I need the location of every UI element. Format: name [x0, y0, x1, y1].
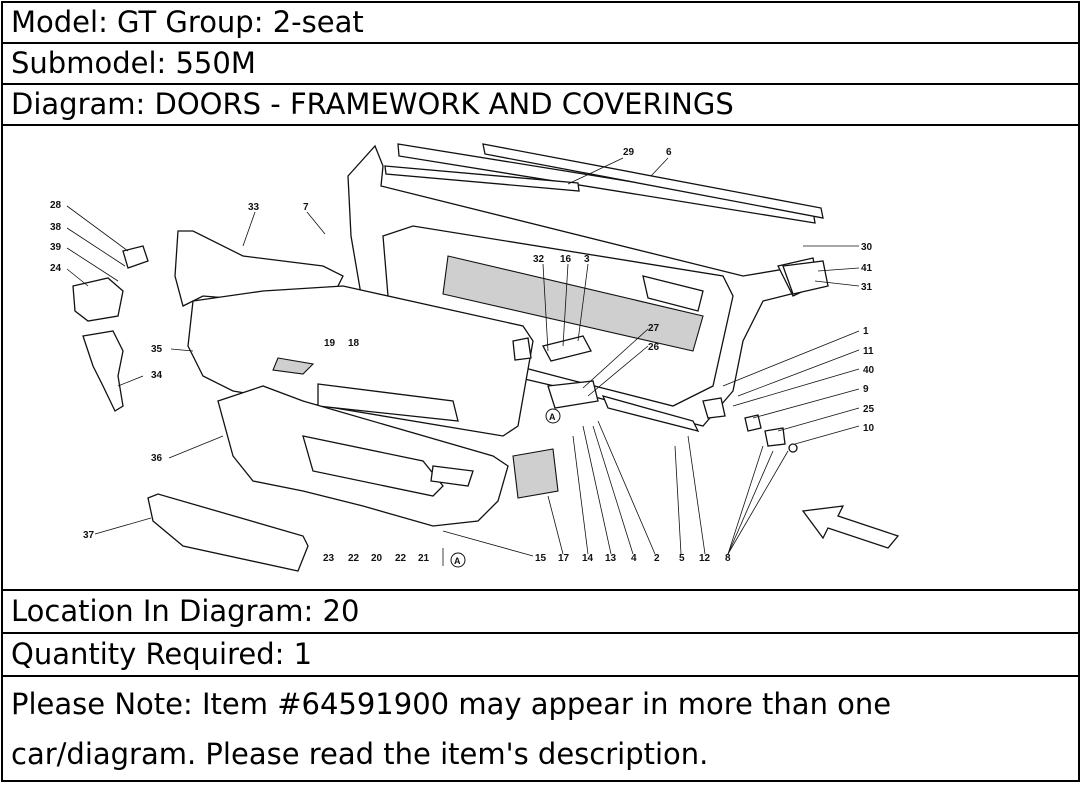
- latch-components: [512, 335, 700, 432]
- callout-7: 7: [303, 202, 309, 213]
- callout-3: 3: [584, 254, 590, 265]
- quantity-row: Quantity Required: 1: [3, 634, 1078, 677]
- diagram-title-row: Diagram: DOORS - FRAMEWORK AND COVERINGS: [3, 85, 1078, 126]
- hinge-parts: [702, 260, 829, 453]
- callout-labels: 29 6 28 33 7 38 39 24 30 41 31 32 16 3 1…: [50, 147, 875, 564]
- callout-18: 18: [348, 338, 360, 349]
- callout-23: 23: [323, 553, 335, 564]
- leader-lines: [66, 157, 860, 557]
- callout-33: 33: [248, 202, 260, 213]
- callout-22b: 22: [395, 553, 407, 564]
- callout-21: 21: [418, 553, 430, 564]
- note-line-1: Please Note: Item #64591900 may appear i…: [11, 687, 892, 721]
- callout-2: 2: [654, 553, 660, 564]
- marker-a-circles: A A: [442, 408, 561, 568]
- callout-37: 37: [83, 530, 95, 541]
- callout-36: 36: [151, 453, 163, 464]
- callout-24: 24: [50, 263, 62, 274]
- note-line-2: car/diagram. Please read the item's desc…: [11, 737, 709, 771]
- callout-34: 34: [151, 370, 163, 381]
- svg-text:A: A: [549, 412, 556, 422]
- callout-13: 13: [605, 553, 617, 564]
- callout-14: 14: [582, 553, 594, 564]
- callout-8: 8: [725, 553, 731, 564]
- exploded-parts-diagram: 29 6 28 33 7 38 39 24 30 41 31 32 16 3 1…: [3, 126, 1078, 591]
- callout-19: 19: [324, 338, 336, 349]
- callout-35: 35: [151, 344, 163, 355]
- callout-17: 17: [558, 553, 570, 564]
- door-trim-panel: [187, 285, 534, 437]
- callout-10: 10: [863, 423, 875, 434]
- location-row: Location In Diagram: 20: [3, 591, 1078, 634]
- callout-16: 16: [560, 254, 572, 265]
- door-framework-drawing: 29 6 28 33 7 38 39 24 30 41 31 32 16 3 1…: [50, 143, 900, 572]
- callout-5: 5: [679, 553, 685, 564]
- callout-39: 39: [50, 242, 62, 253]
- please-note-row: Please Note: Item #64591900 may appear i…: [3, 677, 1078, 782]
- callout-27: 27: [648, 323, 660, 334]
- callout-22a: 22: [348, 553, 360, 564]
- lower-pocket-panel: [217, 385, 509, 527]
- callout-38: 38: [50, 222, 62, 233]
- direction-arrow: [801, 505, 900, 549]
- callout-11: 11: [863, 346, 874, 357]
- callout-31: 31: [861, 282, 873, 293]
- callout-6: 6: [666, 147, 672, 158]
- callout-20: 20: [371, 553, 383, 564]
- callout-4: 4: [631, 553, 637, 564]
- callout-41: 41: [861, 263, 873, 274]
- callout-26: 26: [648, 342, 660, 353]
- callout-29: 29: [623, 147, 635, 158]
- window-seal-strips: [384, 143, 824, 224]
- callout-12: 12: [699, 553, 711, 564]
- callout-40: 40: [863, 365, 875, 376]
- submodel-row: Submodel: 550M: [3, 44, 1078, 85]
- model-row: Model: GT Group: 2-seat: [3, 3, 1078, 44]
- svg-text:A: A: [454, 556, 461, 566]
- callout-30: 30: [861, 242, 873, 253]
- callout-15: 15: [535, 553, 547, 564]
- bottom-pocket: [147, 493, 309, 572]
- callout-9: 9: [863, 384, 869, 395]
- speaker-grille: [512, 448, 559, 499]
- callout-28: 28: [50, 200, 62, 211]
- callout-25: 25: [863, 404, 875, 415]
- handle-bracket: [72, 245, 149, 412]
- callout-32: 32: [533, 254, 545, 265]
- callout-1: 1: [863, 326, 869, 337]
